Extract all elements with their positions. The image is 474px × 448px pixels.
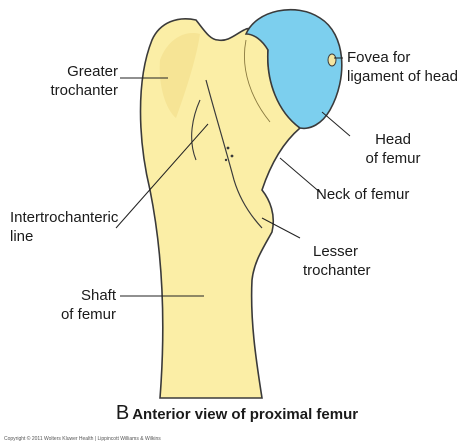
label-head-of-femur: Head of femur <box>365 131 421 167</box>
greater-trochanter-shading <box>159 33 200 118</box>
copyright-notice: Copyright © 2011 Wolters Kluwer Health |… <box>4 436 161 442</box>
caption-text: Anterior view of proximal femur <box>132 406 359 423</box>
label-neck-of-femur: Neck of femur <box>316 186 410 203</box>
label-greater-trochanter: Greater trochanter <box>50 63 118 99</box>
label-intertrochanteric-line: Intertrochanteric line <box>10 209 119 245</box>
intertrochanteric-ridge <box>205 79 263 229</box>
trochanter-edge <box>191 99 201 161</box>
leader-lines <box>115 57 351 297</box>
label-lesser-trochanter: Lesser trochanter <box>303 243 371 279</box>
bone-markings <box>224 146 234 162</box>
label-fovea: Fovea for ligament of head <box>347 49 458 85</box>
femur-head <box>244 9 343 130</box>
fovea <box>327 53 337 67</box>
neck-line <box>244 39 271 123</box>
label-shaft-of-femur: Shaft of femur <box>60 287 116 323</box>
caption-letter: B <box>115 402 130 424</box>
